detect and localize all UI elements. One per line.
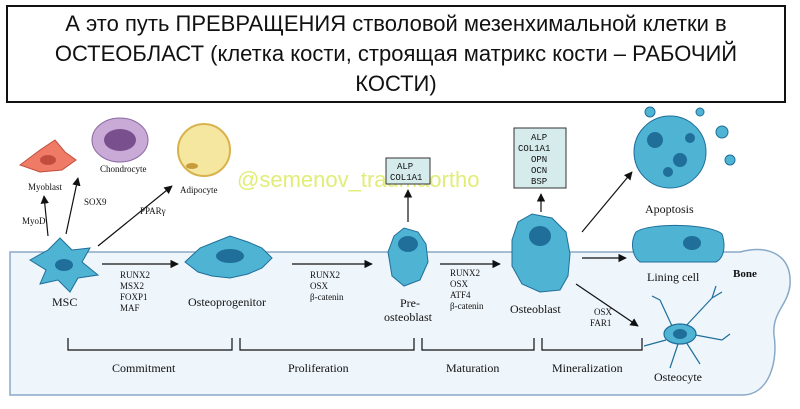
- factors-pre-ob: RUNX2 OSX ATF4 β-catenin: [450, 268, 484, 311]
- factors-op-pre: RUNX2 OSX β-catenin: [310, 270, 344, 302]
- svg-text:ATF4: ATF4: [450, 290, 471, 300]
- svg-text:FOXP1: FOXP1: [120, 292, 148, 302]
- lining-cell-label: Lining cell: [647, 270, 700, 284]
- factors-msc-op: RUNX2 MSX2 FOXP1 MAF: [120, 270, 150, 313]
- sox9-label: SOX9: [84, 197, 107, 207]
- svg-text:OSX: OSX: [310, 281, 329, 291]
- adipocyte-cell: [177, 123, 231, 177]
- svg-text:BSP: BSP: [531, 177, 547, 187]
- svg-text:β-catenin: β-catenin: [450, 301, 484, 311]
- svg-text:ALP: ALP: [397, 162, 413, 172]
- watermark: @semenov_traumaortho: [237, 167, 479, 192]
- stage-commitment: Commitment: [112, 361, 176, 375]
- title-box: А это путь ПРЕВРАЩЕНИЯ стволовой мезенхи…: [6, 5, 786, 103]
- myoblast-cell: [18, 139, 77, 173]
- page-title: А это путь ПРЕВРАЩЕНИЯ стволовой мезенхи…: [54, 11, 738, 96]
- stage-maturation: Maturation: [446, 361, 499, 375]
- osteocyte-cell: [643, 285, 731, 369]
- osteoblast-cell: [511, 213, 571, 293]
- apoptosis-cell: [633, 106, 736, 189]
- svg-text:RUNX2: RUNX2: [120, 270, 150, 280]
- preosteoblast-label-1: Pre-: [400, 296, 420, 310]
- svg-text:β-catenin: β-catenin: [310, 292, 344, 302]
- svg-text:FAR1: FAR1: [590, 318, 611, 328]
- osteoblast-label: Osteoblast: [510, 302, 561, 316]
- arrow-msc-chondrocyte: [65, 177, 81, 235]
- svg-text:OSX: OSX: [594, 307, 613, 317]
- apoptosis-label: Apoptosis: [645, 202, 694, 216]
- svg-text:OCN: OCN: [531, 166, 547, 176]
- svg-text:RUNX2: RUNX2: [450, 268, 480, 278]
- adipocyte-label: Adipocyte: [180, 185, 218, 195]
- arrow-msc-myoblast: [40, 195, 49, 237]
- svg-text:COL1A1: COL1A1: [518, 144, 550, 154]
- preosteoblast-cell: [387, 227, 429, 287]
- svg-text:OSX: OSX: [450, 279, 469, 289]
- svg-text:MAF: MAF: [120, 303, 140, 313]
- factors-ob-oc: OSX FAR1: [590, 307, 613, 328]
- msc-cell: [29, 237, 100, 293]
- chondrocyte-label: Chondrocyte: [100, 164, 147, 174]
- svg-text:ALP: ALP: [531, 133, 547, 143]
- bone-label: Bone: [733, 268, 757, 280]
- stage-proliferation: Proliferation: [288, 361, 349, 375]
- bone-matrix: [9, 248, 791, 396]
- ppar-label: PPARγ: [140, 206, 166, 216]
- stage-mineralization: Mineralization: [552, 361, 623, 375]
- lining-cell: [632, 225, 725, 263]
- osteoprogenitor-cell: [184, 235, 273, 279]
- svg-text:OPN: OPN: [531, 155, 547, 165]
- ob-markers-box: [513, 127, 567, 189]
- stage-brackets: [67, 338, 643, 351]
- chondrocyte-cell: [91, 117, 149, 163]
- myoblast-label: Myoblast: [28, 182, 63, 192]
- svg-text:COL1A1: COL1A1: [390, 173, 422, 183]
- arrow-msc-adipocyte: [97, 185, 173, 247]
- svg-text:MSX2: MSX2: [120, 281, 144, 291]
- pre-markers-box: [385, 157, 431, 185]
- svg-text:RUNX2: RUNX2: [310, 270, 340, 280]
- arrow-ob-apoptosis: [581, 171, 633, 233]
- myod-label: MyoD: [22, 216, 46, 226]
- preosteoblast-label-2: osteoblast: [384, 310, 433, 324]
- msc-label: MSC: [52, 295, 77, 309]
- osteocyte-label: Osteocyte: [654, 370, 702, 384]
- arrow-ob-osteocyte: [575, 283, 639, 327]
- osteoprogenitor-label: Osteoprogenitor: [188, 295, 266, 309]
